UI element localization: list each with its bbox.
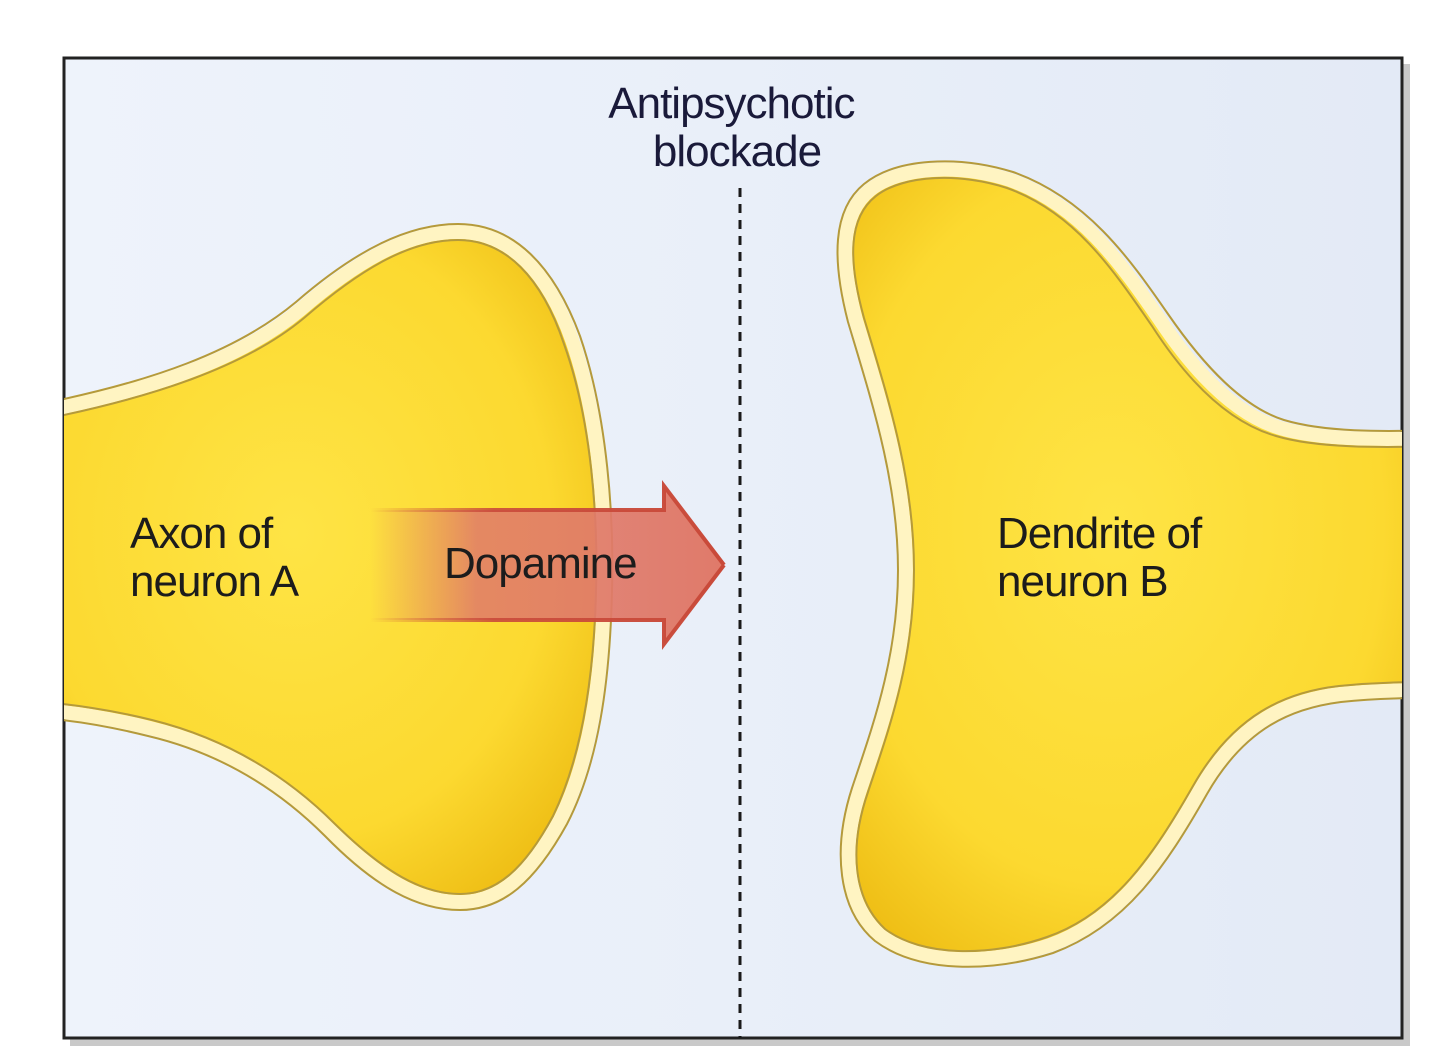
dopamine-arrow-edge-top xyxy=(370,480,726,567)
blockade-label-line1: Antipsychotic xyxy=(608,79,854,128)
blockade-label-line2: blockade xyxy=(653,127,821,176)
dendrite-label: Dendrite of neuron B xyxy=(997,509,1212,606)
dopamine-arrow xyxy=(370,480,726,650)
axon-membrane-outline xyxy=(64,222,614,912)
axon-label: Axon of neuron A xyxy=(130,509,300,606)
blockade-label: Antipsychotic blockade xyxy=(608,79,865,176)
dendrite-neuron-b xyxy=(838,162,1402,966)
dendrite-label-line1: Dendrite of xyxy=(997,509,1203,558)
axon-membrane-inner xyxy=(64,238,598,896)
dendrite-label-line2: neuron B xyxy=(997,557,1168,606)
dopamine-arrow-body xyxy=(370,486,724,644)
dopamine-label: Dopamine xyxy=(444,539,637,588)
dendrite-membrane-outline xyxy=(836,160,1402,968)
axon-label-line1: Axon of xyxy=(130,509,274,558)
axon-label-line2: neuron A xyxy=(130,557,300,606)
dendrite-membrane-inner xyxy=(852,176,1402,953)
dopamine-arrow-edge-bottom xyxy=(370,563,726,650)
